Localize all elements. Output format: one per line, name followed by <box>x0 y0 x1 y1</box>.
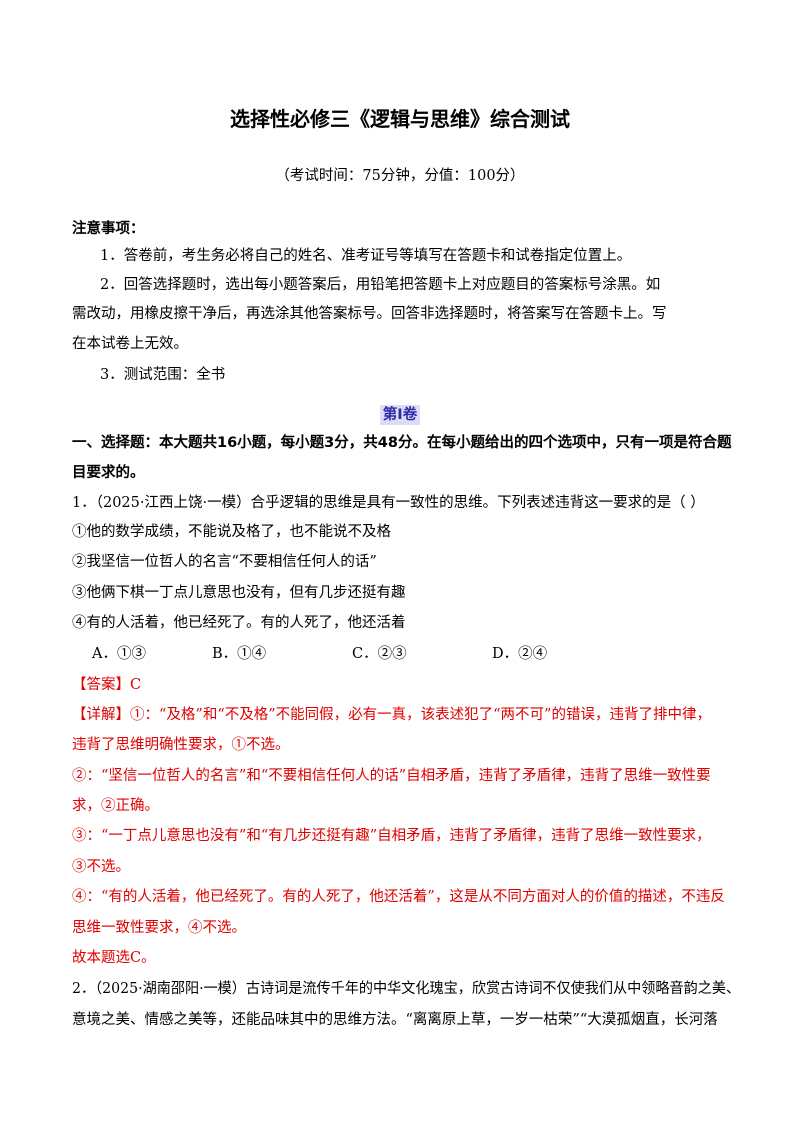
question-1-explanation-line-4: 求，②正确。 <box>72 798 159 814</box>
question-1-explanation-line-3: ②：“坚信一位哲人的名言”和“不要相信任何人的话”自相矛盾，违背了矛盾律，违背了… <box>72 768 711 784</box>
exam-duration-subtitle: （考试时间：75分钟，分值：100分） <box>275 168 525 184</box>
notice-item-2-line-1: 2．回答选择题时，选出每小题答案后，用铅笔把答题卡上对应题目的答案标号涂黑。如 <box>100 277 661 293</box>
question-1-conclusion: 故本题选C。 <box>72 950 156 966</box>
question-1-explanation-line-1: 【详解】①：“及格”和“不及格”不能同假，必有一真，该表述犯了“两不可”的错误，… <box>72 707 711 723</box>
part1-instructions-line-2: 目要求的。 <box>72 465 145 481</box>
question-1-explanation-line-7: ④：“有的人活着，他已经死了。有的人死了，他还活着”，这是从不同方面对人的价值的… <box>72 889 725 905</box>
question-1-option-c: C．②③ <box>352 646 407 662</box>
notice-item-3: 3．测试范围：全书 <box>100 367 226 383</box>
section-heading: 第Ⅰ卷 <box>0 403 800 425</box>
notice-item-1: 1．答卷前，考生务必将自己的姓名、准考证号等填写在答题卡和试卷指定位置上。 <box>100 248 632 264</box>
question-1-stem: 1．（2025·江西上饶·一模）合乎逻辑的思维是具有一致性的思维。下列表述违背这… <box>72 495 705 511</box>
question-1-explanation-line-5: ③：“一丁点儿意思也没有”和“有几步还挺有趣”自相矛盾，违背了矛盾律，违背了思维… <box>72 828 711 844</box>
question-1-statement-4: ④有的人活着，他已经死了。有的人死了，他还活着 <box>72 615 406 631</box>
question-1-option-a: A．①③ <box>92 646 146 662</box>
question-2-line-2: 意境之美、情感之美等，还能品味其中的思维方法。“离离原上草，一岁一枯荣”“大漠孤… <box>72 1012 718 1028</box>
section-label: 第Ⅰ卷 <box>379 405 421 425</box>
question-1-explanation-line-6: ③不选。 <box>72 859 130 875</box>
document-title: 选择性必修三《逻辑与思维》综合测试 <box>230 107 570 131</box>
question-1-statement-2: ②我坚信一位哲人的名言“不要相信任何人的话” <box>72 554 377 570</box>
notice-item-2-line-2: 需改动，用橡皮擦干净后，再选涂其他答案标号。回答非选择题时，将答案写在答题卡上。… <box>72 306 667 322</box>
notice-heading: 注意事项： <box>72 221 145 237</box>
question-1-explanation-line-2: 违背了思维明确性要求，①不选。 <box>72 737 290 753</box>
notice-item-2-line-3: 在本试卷上无效。 <box>72 336 188 352</box>
question-1-option-b: B．①④ <box>212 646 267 662</box>
question-1-option-d: D．②④ <box>492 646 548 662</box>
question-1-statement-3: ③他俩下棋一丁点儿意思也没有，但有几步还挺有趣 <box>72 585 406 601</box>
question-1-answer: 【答案】C <box>72 677 142 693</box>
part1-instructions-line-1: 一、选择题：本大题共16小题，每小题3分，共48分。在每小题给出的四个选项中，只… <box>72 435 732 451</box>
question-1-explanation-line-8: 思维一致性要求，④不选。 <box>72 920 246 936</box>
question-1-statement-1: ①他的数学成绩，不能说及格了，也不能说不及格 <box>72 524 391 540</box>
question-2-line-1: 2．（2025·湖南邵阳·一模）古诗词是流传千年的中华文化瑰宝，欣赏古诗词不仅使… <box>72 981 741 997</box>
